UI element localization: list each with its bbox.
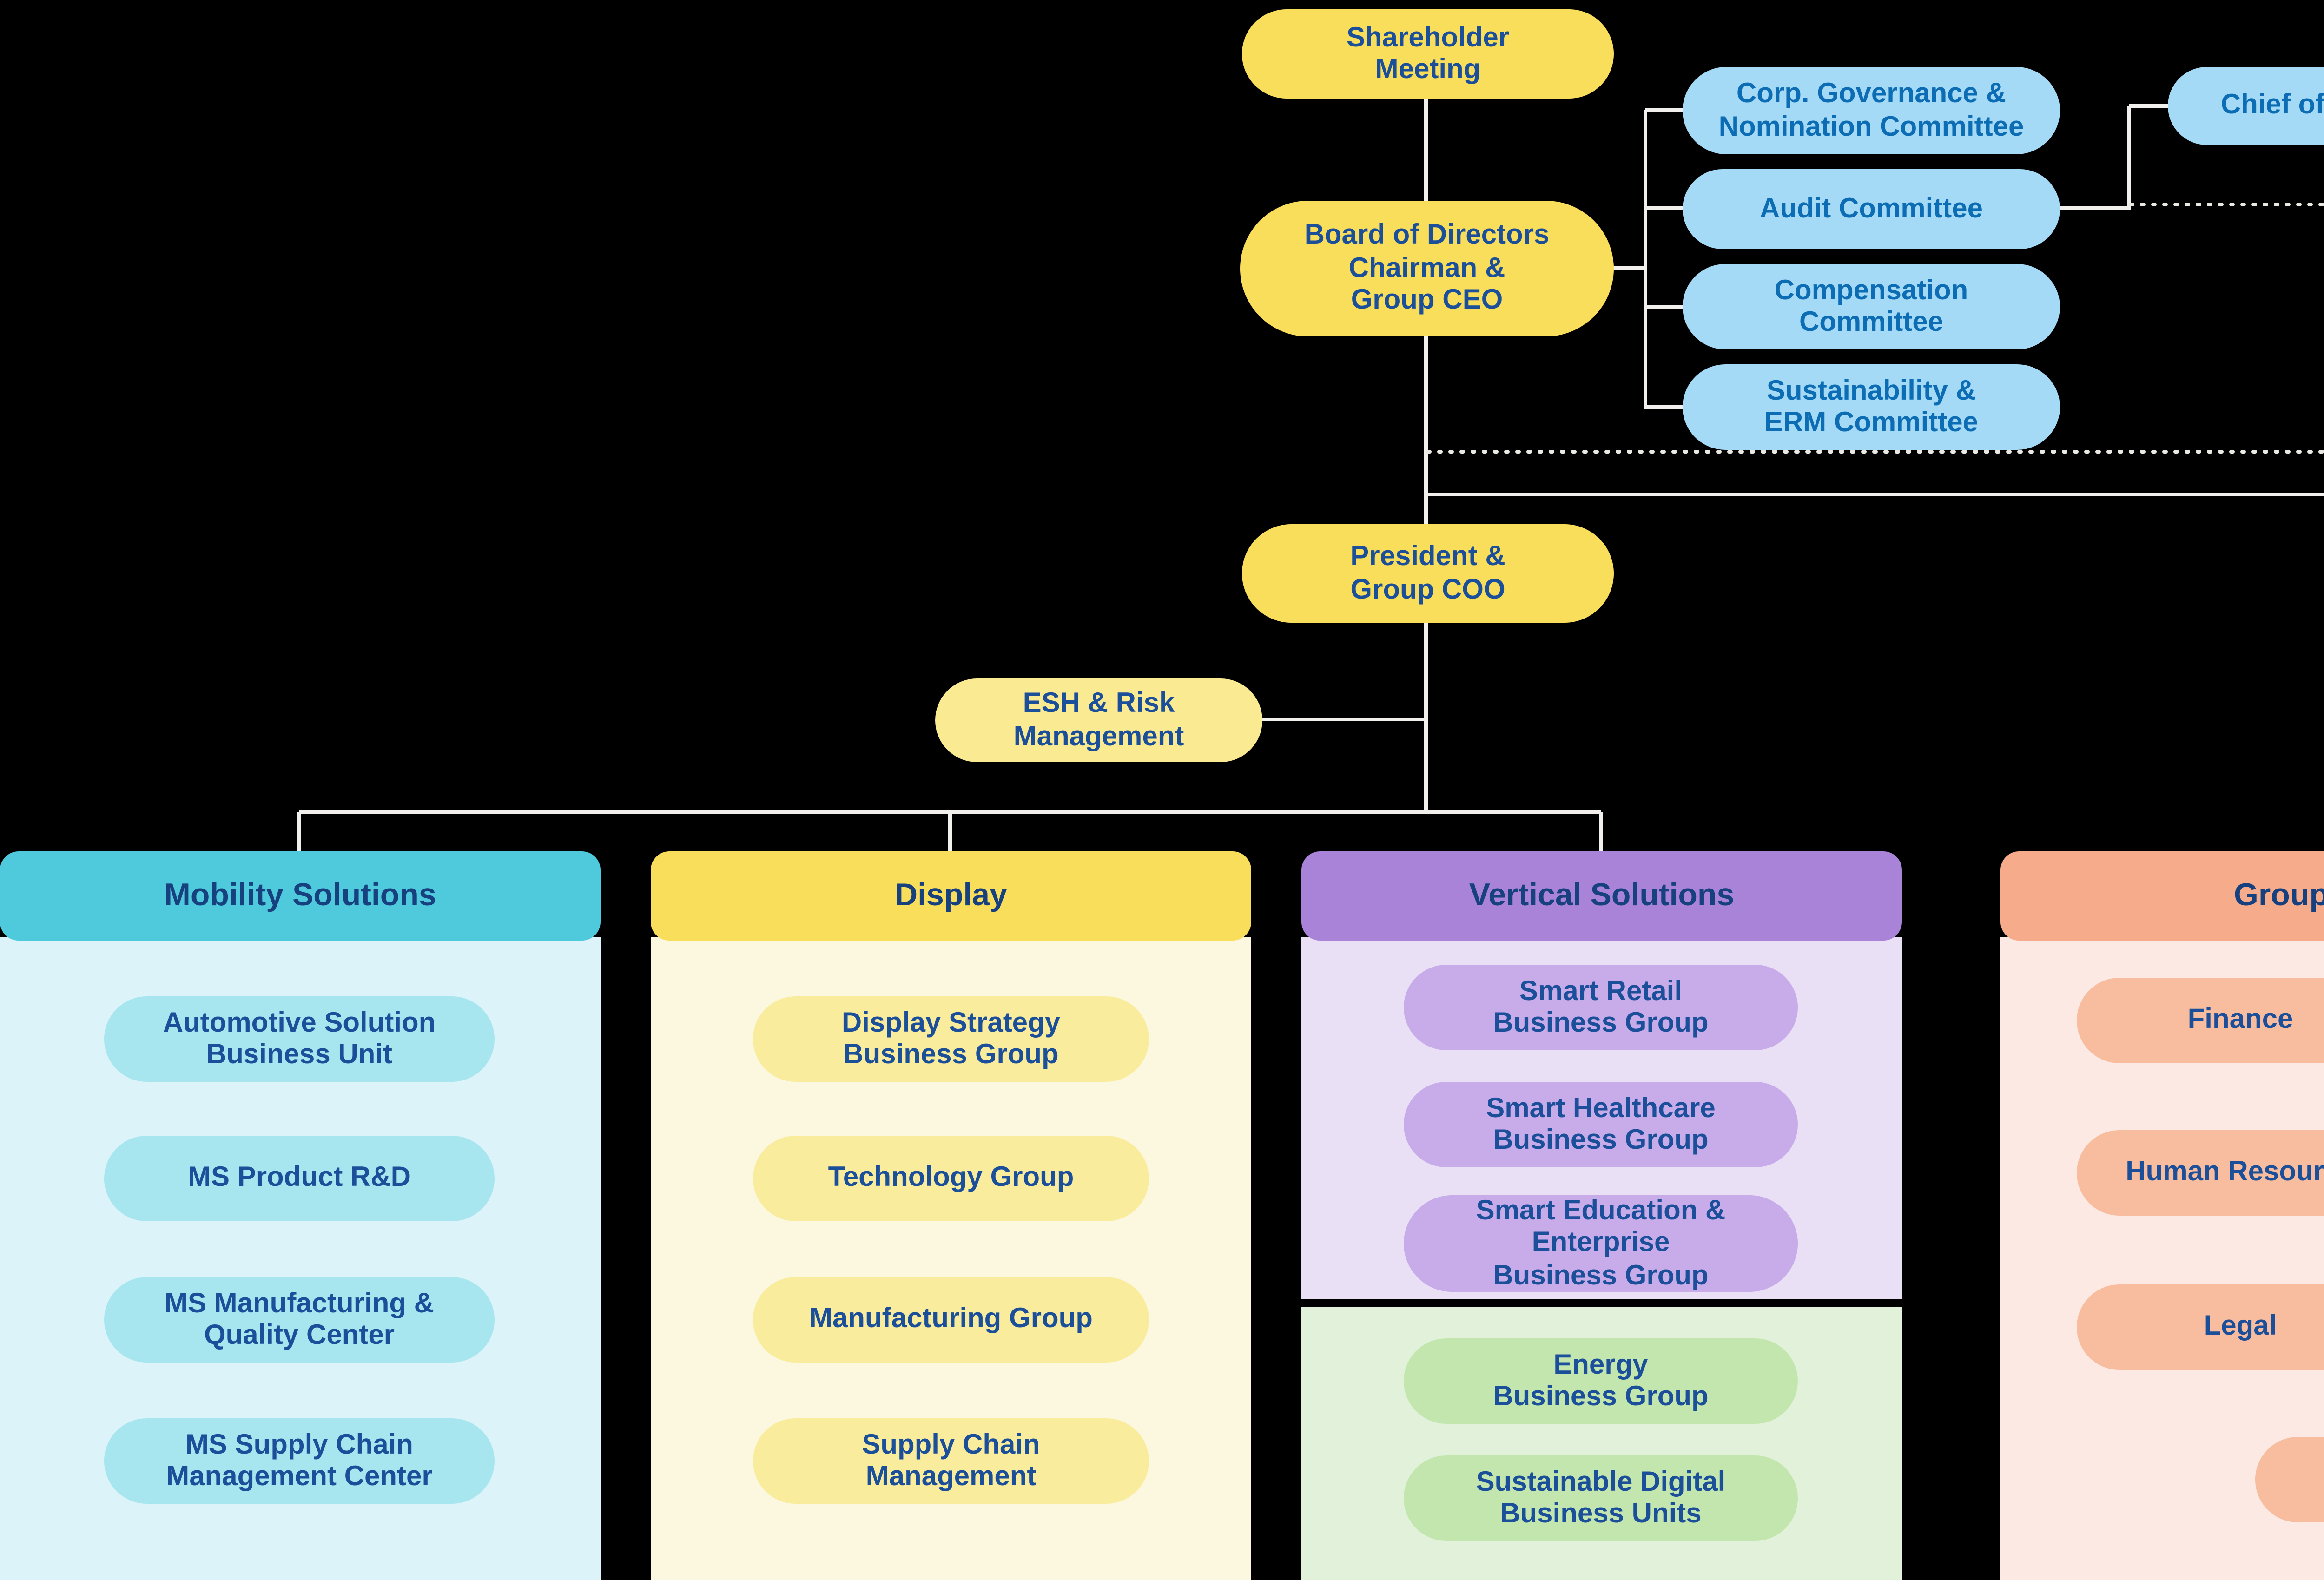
pill-legal: Legal (2077, 1284, 2324, 1370)
solid-connectors (297, 97, 2324, 855)
header-vertical-solutions: Vertical Solutions (1301, 851, 1902, 941)
pill-supply-chain-management: Supply Chain Management (753, 1418, 1149, 1504)
panel-energy-sustainable: Energy Business Group Sustainable Digita… (1301, 1307, 1902, 1580)
dotted-connectors (1426, 203, 2324, 454)
node-chief-of-compliance: Chief of Compliance (2168, 67, 2324, 145)
pill-smart-education-enterprise-group: Smart Education & Enterprise Business Gr… (1404, 1195, 1798, 1292)
pill-display-strategy-group: Display Strategy Business Group (753, 996, 1149, 1082)
header-mobility-solutions: Mobility Solutions (0, 851, 601, 941)
pill-smart-healthcare-group: Smart Healthcare Business Group (1404, 1082, 1798, 1167)
pill-finance: Finance (2077, 978, 2324, 1063)
pill-automotive-solution-bu: Automotive Solution Business Unit (104, 996, 495, 1082)
panel-group-infrastructure: Finance Digital Technology Human Resourc… (2000, 937, 2324, 1580)
header-group-infrastructure-unit: Group Infrastructure Unit (2000, 851, 2324, 941)
node-shareholder-meeting: Shareholder Meeting (1242, 9, 1614, 99)
pill-manufacturing-group: Manufacturing Group (753, 1277, 1149, 1363)
committee-corp-governance-nomination: Corp. Governance & Nomination Committee (1683, 67, 2060, 154)
panel-mobility-solutions: Automotive Solution Business Unit MS Pro… (0, 937, 601, 1580)
pill-ms-manufacturing-quality: MS Manufacturing & Quality Center (104, 1277, 495, 1363)
header-display: Display (651, 851, 1251, 941)
pill-ms-supply-chain: MS Supply Chain Management Center (104, 1418, 495, 1504)
panel-display: Display Strategy Business Group Technolo… (651, 937, 1251, 1580)
committee-audit: Audit Committee (1683, 169, 2060, 249)
panel-vertical-solutions: Smart Retail Business Group Smart Health… (1301, 937, 1902, 1299)
pill-auditing: Auditing (2255, 1437, 2324, 1522)
pill-sustainable-digital-units: Sustainable Digital Business Units (1404, 1455, 1798, 1541)
pill-ms-product-rd: MS Product R&D (104, 1136, 495, 1221)
committee-compensation: Compensation Committee (1683, 264, 2060, 349)
node-board-of-directors: Board of Directors Chairman & Group CEO (1240, 201, 1614, 336)
committee-sustainability-erm: Sustainability & ERM Committee (1683, 364, 2060, 450)
node-esh-risk-management: ESH & Risk Management (935, 678, 1262, 762)
pill-technology-group: Technology Group (753, 1136, 1149, 1221)
pill-human-resource: Human Resource (2077, 1130, 2324, 1216)
pill-smart-retail-group: Smart Retail Business Group (1404, 965, 1798, 1050)
node-president-group-coo: President & Group COO (1242, 524, 1614, 623)
pill-energy-business-group: Energy Business Group (1404, 1338, 1798, 1424)
